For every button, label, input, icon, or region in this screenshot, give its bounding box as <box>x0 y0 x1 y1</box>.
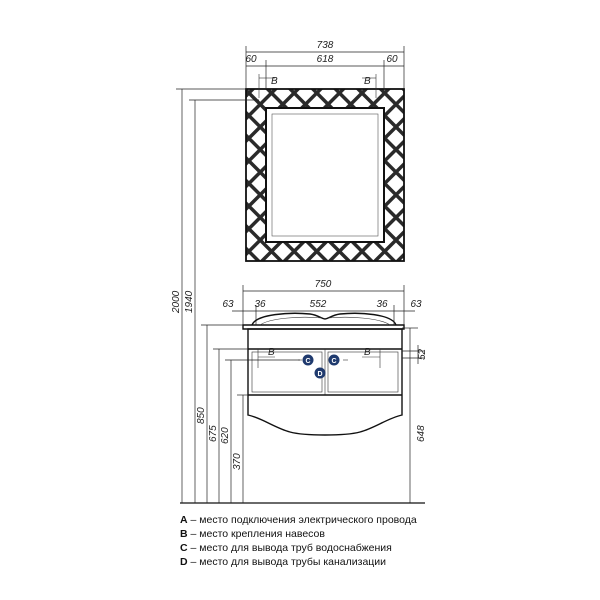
cabinet-offset-right: 36 <box>376 299 388 310</box>
right-height-dim: 648 <box>416 425 427 442</box>
height-1940: 1940 <box>184 290 195 313</box>
marker-c-right: C <box>331 358 336 365</box>
mirror-frame-right: 60 <box>386 54 398 65</box>
cabinet-offset-left: 36 <box>254 299 266 310</box>
cabinet-top-slab <box>242 324 405 330</box>
cabinet-body <box>247 328 403 436</box>
legend-text: – место подключения электрического прово… <box>187 514 417 526</box>
marker-c-left: C <box>305 358 310 365</box>
mirror-mount-left: B <box>271 76 278 87</box>
mirror-glass-inner <box>271 113 379 237</box>
height-dimensions: 2000 1940 850 675 620 370 <box>171 88 300 503</box>
legend-text: – место крепления навесов <box>187 528 325 540</box>
legend: A – место подключения электрического про… <box>180 513 417 569</box>
height-2000: 2000 <box>171 290 182 314</box>
mirror-mount-right: B <box>364 76 371 87</box>
marker-d-icon <box>314 367 326 379</box>
marker-b-left: B <box>268 347 275 358</box>
legend-key: D <box>180 556 188 568</box>
cabinet-edge-left: 63 <box>222 299 234 310</box>
height-675: 675 <box>208 425 219 442</box>
legend-key: B <box>180 528 188 540</box>
marker-c-right-icon <box>328 354 340 366</box>
cabinet-edge-right: 63 <box>410 299 422 310</box>
legend-text: – место для вывода труб водоснабжения <box>187 542 392 554</box>
legend-item-c: C – место для вывода труб водоснабжения <box>180 541 417 555</box>
cabinet-dimensions: 750 63 36 552 36 63 B B 52 648 <box>222 279 428 503</box>
height-370: 370 <box>232 453 243 470</box>
marker-d: D <box>317 371 322 378</box>
mirror <box>245 88 405 262</box>
mirror-frame-left: 60 <box>245 54 257 65</box>
cabinet-inner-width: 552 <box>310 299 327 310</box>
legend-text: – место для вывода трубы канализации <box>187 556 387 568</box>
right-top-dim: 52 <box>417 348 428 360</box>
marker-b-right: B <box>364 347 371 358</box>
height-850: 850 <box>196 407 207 424</box>
mirror-inner-width: 618 <box>317 54 334 65</box>
legend-item-b: B – место крепления навесов <box>180 527 417 541</box>
connection-markers: C C D <box>302 354 340 379</box>
legend-key: A <box>180 514 188 526</box>
mirror-glass <box>265 107 385 243</box>
cabinet-width-total: 750 <box>315 279 332 290</box>
mirror-width-total: 738 <box>317 40 334 51</box>
legend-item-d: D – место для вывода трубы канализации <box>180 555 417 569</box>
height-620: 620 <box>220 427 231 444</box>
marker-c-left-icon <box>302 354 314 366</box>
mirror-dimensions: 738 60 618 60 B B <box>245 40 405 98</box>
legend-key: C <box>180 542 188 554</box>
legend-item-a: A – место подключения электрического про… <box>180 513 417 527</box>
basin-rim <box>251 312 397 326</box>
